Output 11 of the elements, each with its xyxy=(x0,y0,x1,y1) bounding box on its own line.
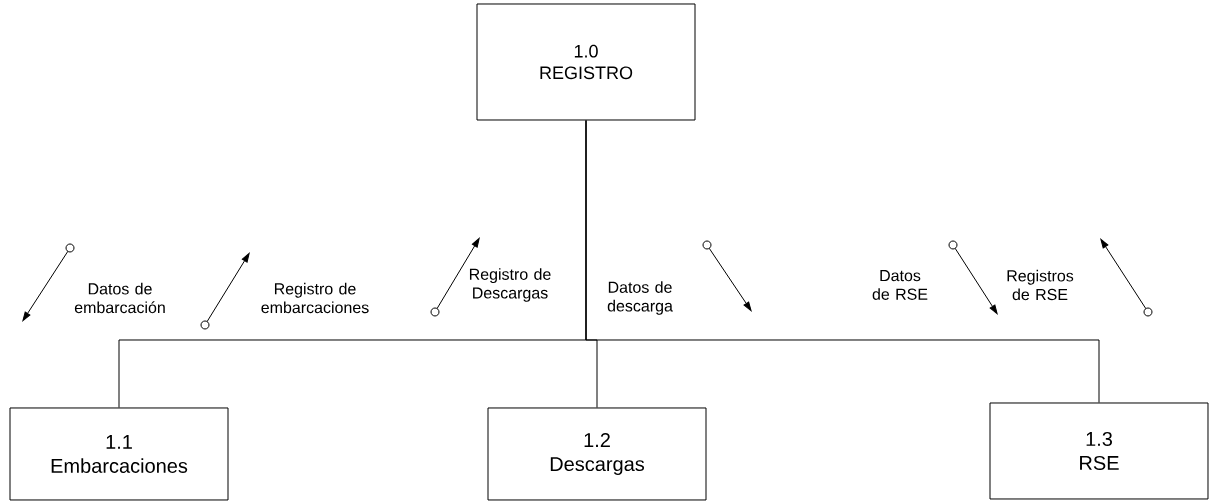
data-label: Registro de embarcaciones xyxy=(261,282,369,314)
data-label: Datos de descarga xyxy=(607,281,673,315)
process-box: 1.1 Embarcaciones xyxy=(9,407,229,501)
data-label: Registros de RSE xyxy=(1007,269,1074,301)
data-label: Registro de Descargas xyxy=(469,268,551,302)
data-label: Datos de RSE xyxy=(872,270,928,300)
process-box: 1.0 REGISTRO xyxy=(476,3,696,121)
process-box: 1.2 Descargas xyxy=(487,407,707,501)
data-label: Datos de embarcación xyxy=(74,282,165,314)
connector-line xyxy=(585,120,1100,403)
process-box: 1.3 RSE xyxy=(989,402,1209,500)
